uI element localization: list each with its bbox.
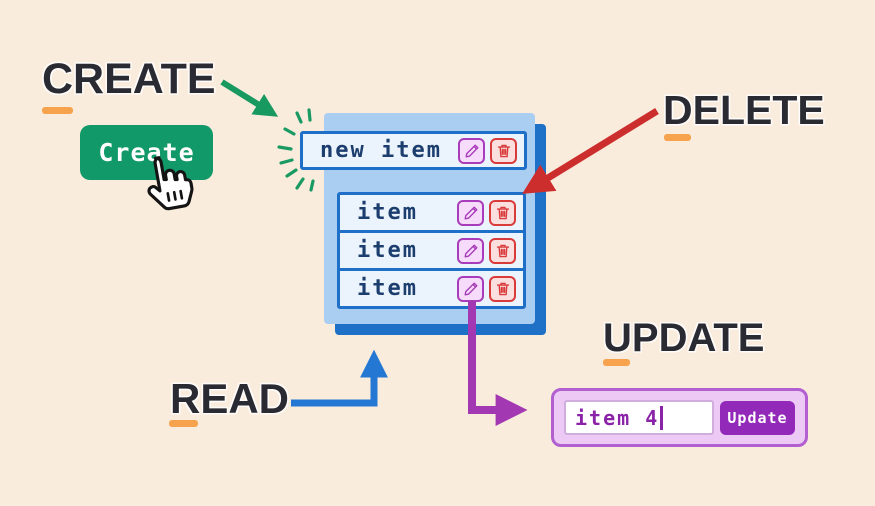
read-underline bbox=[169, 420, 198, 427]
pencil-icon bbox=[464, 244, 477, 257]
update-input-value: item 4 bbox=[575, 405, 660, 430]
pencil-icon bbox=[464, 282, 477, 295]
trash-icon bbox=[496, 206, 509, 219]
trash-icon bbox=[496, 244, 509, 257]
text-caret bbox=[660, 405, 664, 430]
delete-button[interactable] bbox=[489, 237, 516, 264]
pencil-icon bbox=[465, 144, 478, 157]
update-panel: item 4 Update bbox=[551, 388, 808, 447]
delete-button[interactable] bbox=[489, 199, 516, 226]
item-list: item item bbox=[337, 192, 526, 309]
edit-button[interactable] bbox=[457, 199, 484, 226]
item-row: item bbox=[340, 268, 523, 306]
edit-button[interactable] bbox=[458, 137, 485, 164]
delete-underline bbox=[664, 134, 691, 141]
item-row: item bbox=[340, 195, 523, 230]
item-label: item bbox=[357, 200, 418, 225]
edit-button[interactable] bbox=[457, 237, 484, 264]
edit-button[interactable] bbox=[457, 275, 484, 302]
update-heading: UPDATE bbox=[603, 316, 765, 360]
read-arrow bbox=[291, 349, 388, 407]
trash-icon bbox=[496, 282, 509, 295]
pencil-icon bbox=[464, 206, 477, 219]
create-heading: CREATE bbox=[42, 55, 216, 103]
delete-arrow bbox=[522, 108, 659, 194]
update-input[interactable]: item 4 bbox=[564, 400, 714, 435]
delete-heading: DELETE bbox=[663, 87, 825, 133]
delete-button[interactable] bbox=[490, 137, 517, 164]
item-row: item bbox=[340, 230, 523, 268]
trash-icon bbox=[497, 144, 510, 157]
new-item-row: new item bbox=[300, 131, 527, 170]
create-underline bbox=[42, 107, 73, 114]
delete-button[interactable] bbox=[489, 275, 516, 302]
update-button[interactable]: Update bbox=[720, 401, 795, 435]
create-button[interactable]: Create bbox=[80, 125, 213, 180]
item-label: item bbox=[357, 238, 418, 263]
create-arrow bbox=[220, 79, 279, 117]
update-underline bbox=[603, 359, 630, 366]
new-item-label: new item bbox=[320, 138, 442, 163]
item-label: item bbox=[357, 276, 418, 301]
read-heading: READ bbox=[170, 375, 290, 422]
